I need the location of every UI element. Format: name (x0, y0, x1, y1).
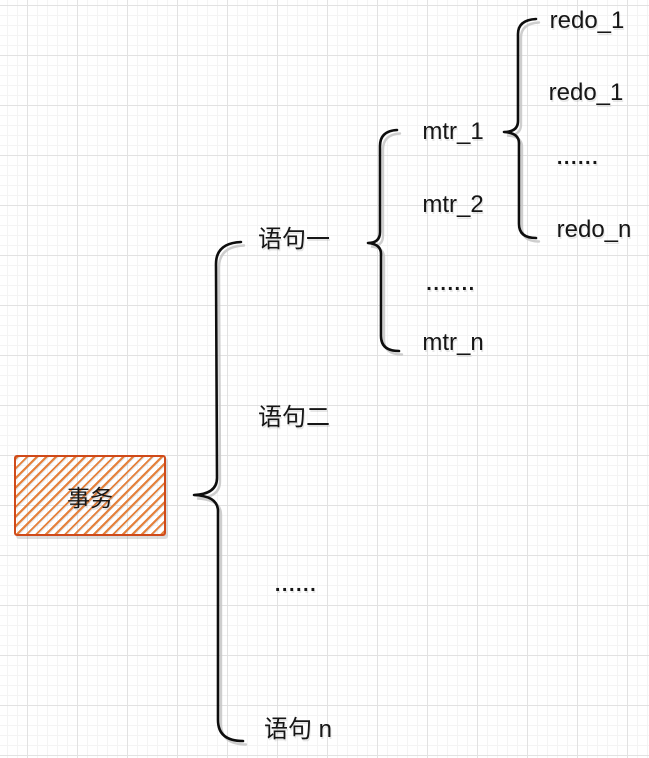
redo-ellipsis[interactable]: ...... (556, 147, 600, 169)
mtr-n-label[interactable]: mtr_n (422, 329, 484, 356)
brace-shadows (196, 21, 541, 746)
redo-brace[interactable] (502, 17, 538, 240)
mtr-brace[interactable] (366, 128, 401, 353)
redo-n-label[interactable]: redo_n (556, 216, 632, 243)
transaction-box[interactable]: 事务 (14, 455, 166, 536)
statements-brace[interactable] (192, 240, 245, 743)
redo-2-label[interactable]: redo_1 (548, 79, 624, 106)
mtr-2-label[interactable]: mtr_2 (422, 191, 484, 218)
statement-1-label[interactable]: 语句一 (258, 226, 330, 253)
transaction-label: 事务 (67, 484, 113, 511)
mtr-1-label[interactable]: mtr_1 (422, 118, 484, 145)
statement-n-label[interactable]: 语句 n (263, 716, 333, 743)
statement-2-label[interactable]: 语句二 (258, 404, 330, 431)
redo-1-label[interactable]: redo_1 (549, 7, 625, 34)
statements-ellipsis[interactable]: ...... (274, 574, 318, 596)
mtr-ellipsis[interactable]: ....... (426, 273, 476, 295)
